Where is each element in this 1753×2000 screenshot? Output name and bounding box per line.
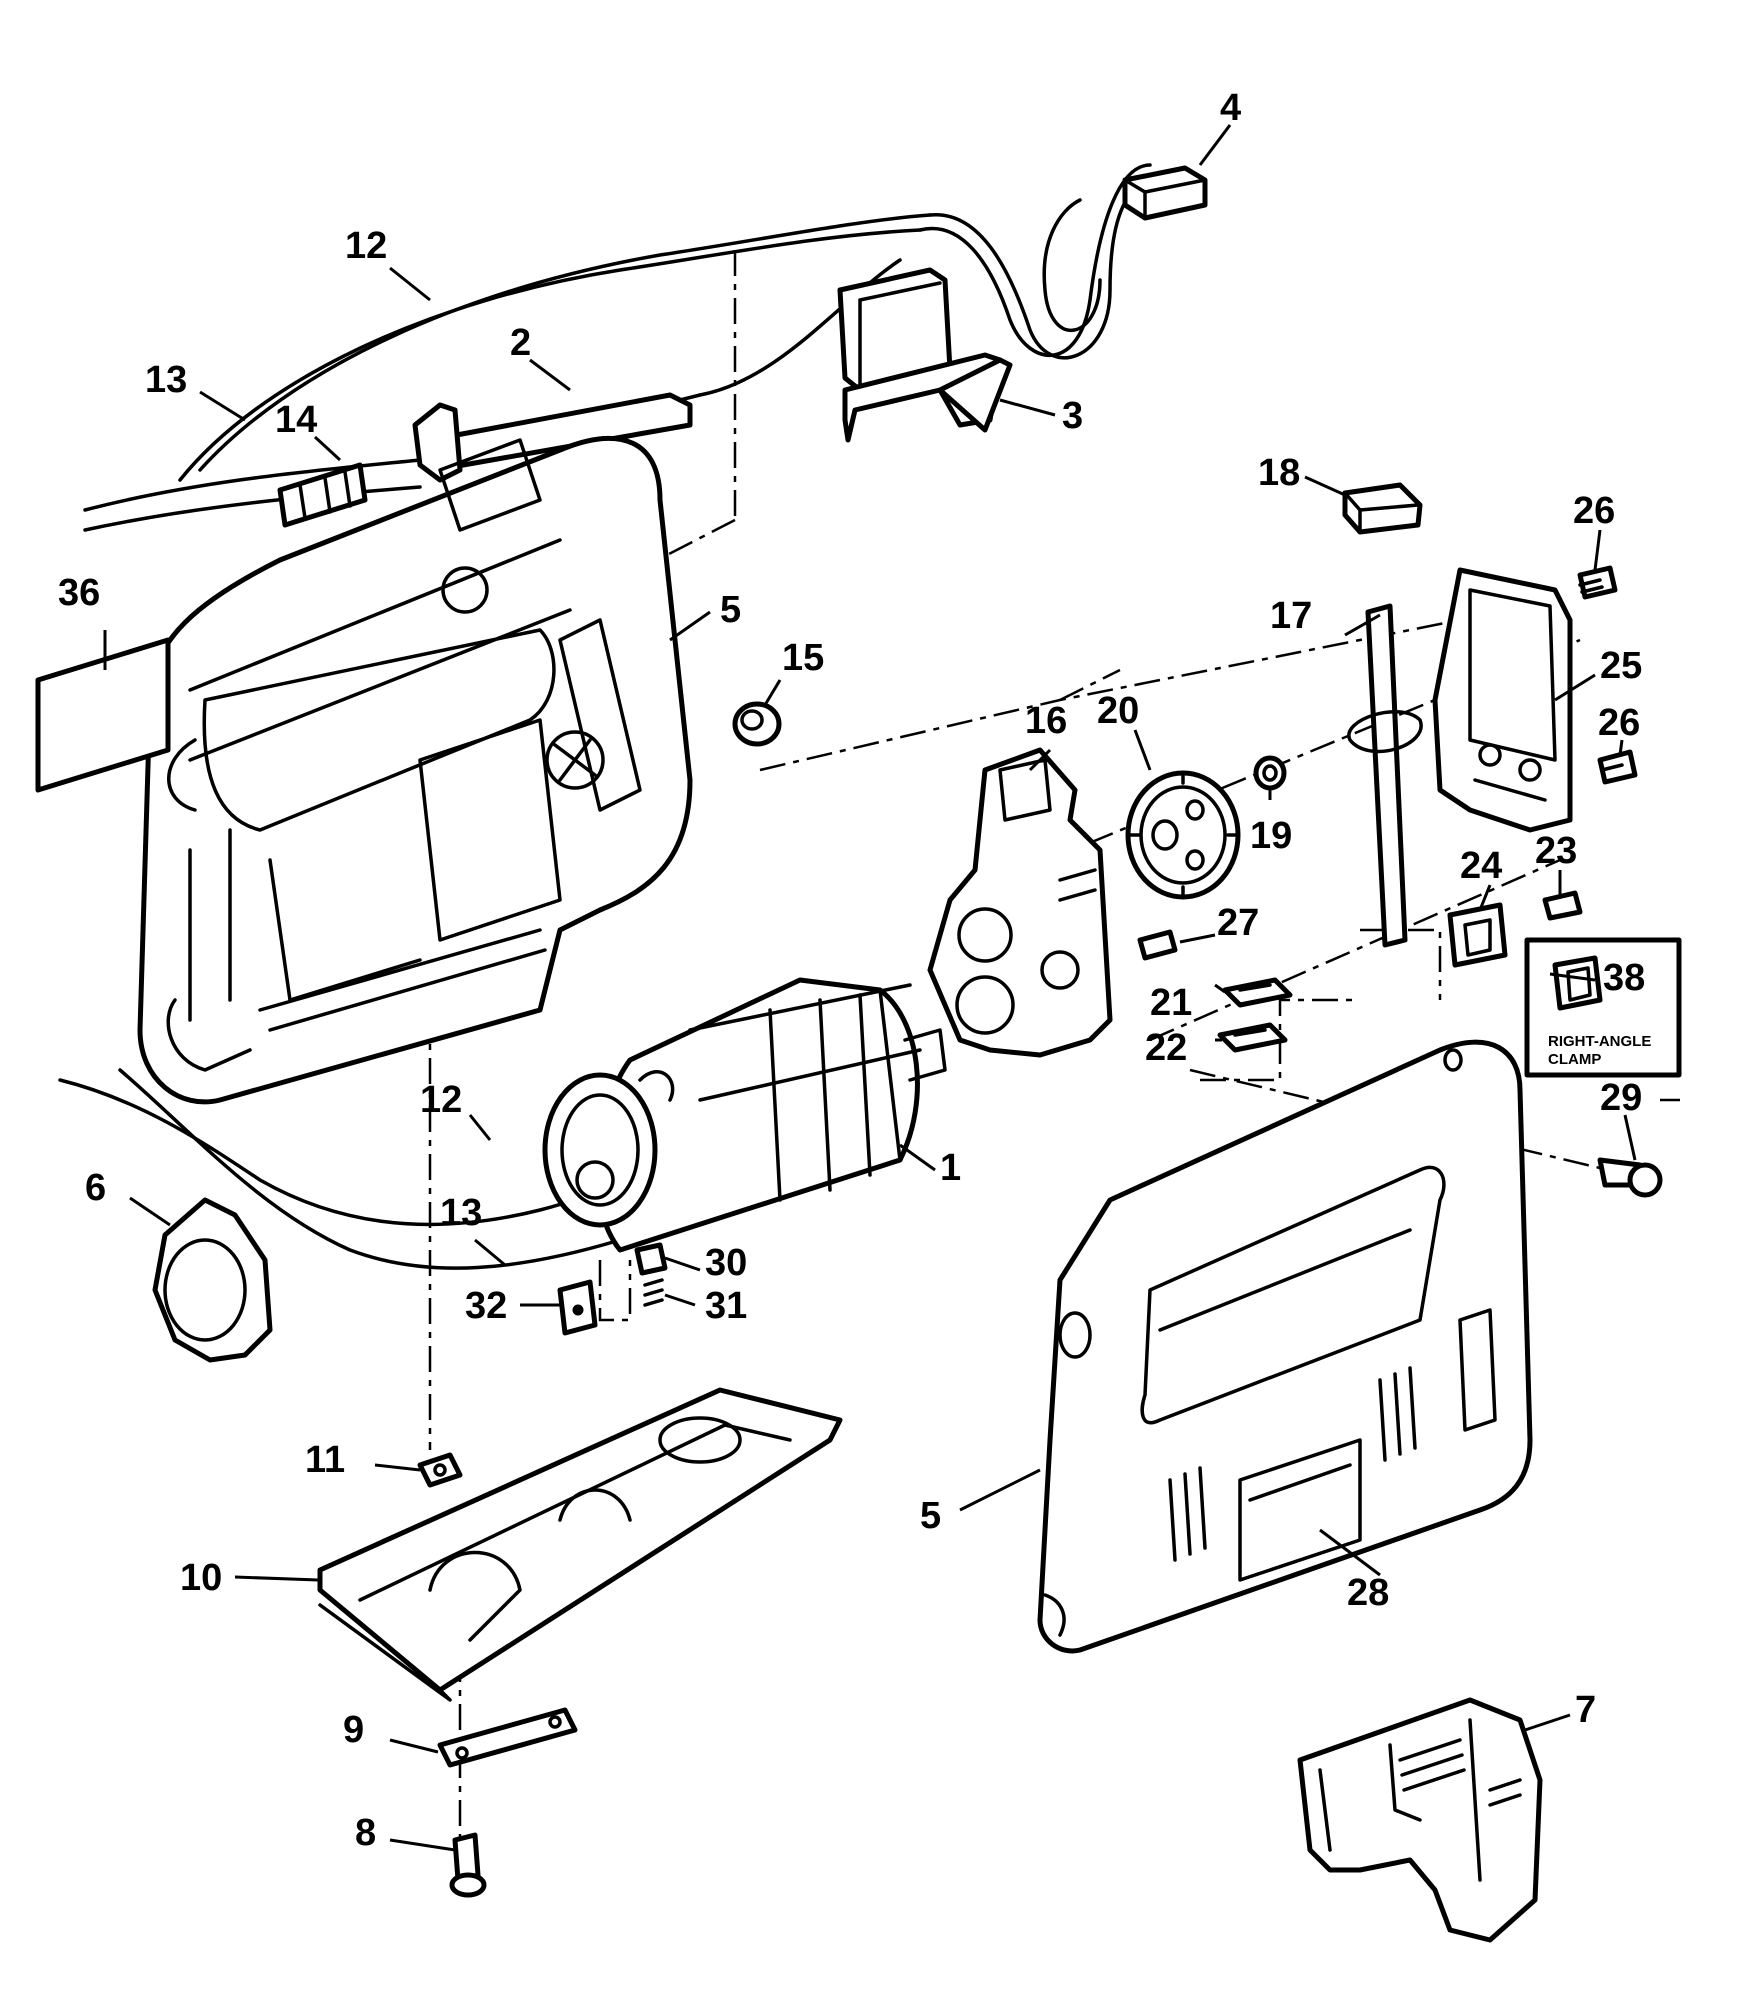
part-32-brush-holder — [557, 1279, 598, 1336]
callout-11: 11 — [305, 1439, 345, 1481]
part-15-bushing — [732, 701, 782, 747]
callout-28: 28 — [1347, 1572, 1389, 1614]
callout-27: 27 — [1217, 902, 1259, 944]
callout-26-upper: 26 — [1573, 490, 1615, 532]
callout-32: 32 — [465, 1285, 507, 1327]
callout-19: 19 — [1250, 815, 1292, 857]
part-7-blade-guard — [1297, 1697, 1543, 1943]
callout-31: 31 — [705, 1285, 747, 1327]
callout-22: 22 — [1145, 1027, 1187, 1069]
part-21-brush-holder — [1222, 977, 1293, 1008]
part-5-left-housing — [137, 435, 693, 1105]
callout-15: 15 — [782, 637, 824, 679]
callout-14: 14 — [275, 399, 317, 441]
callout-36: 36 — [58, 572, 100, 614]
part-17-plunger — [1347, 603, 1423, 948]
part-23-screw — [1542, 890, 1583, 921]
part-22-brush-holder — [1217, 1022, 1288, 1053]
callout-numbers: 4 12 2 13 14 3 18 26 36 5 15 17 25 16 20… — [58, 87, 1645, 1854]
callout-25: 25 — [1600, 645, 1642, 687]
part-5-right-housing — [1037, 1039, 1533, 1654]
part-25-cover-plate — [1432, 567, 1573, 833]
part-9-clamp-plate — [437, 1707, 578, 1768]
callout-30: 30 — [705, 1242, 747, 1284]
part-4-connector — [1122, 165, 1208, 221]
callout-5-upper: 5 — [720, 589, 741, 631]
part-30-brush — [634, 1242, 668, 1276]
callout-13-lower: 13 — [440, 1192, 482, 1234]
part-1-motor — [542, 977, 947, 1253]
part-8-screw — [449, 1832, 487, 1898]
callout-21: 21 — [1150, 982, 1192, 1024]
part-6-bearing-cap — [152, 1197, 273, 1363]
callout-23: 23 — [1535, 830, 1577, 872]
part-31-spring — [643, 1278, 664, 1307]
inset-caption-line1: RIGHT-ANGLE — [1548, 1033, 1651, 1050]
callout-26-lower: 26 — [1598, 702, 1640, 744]
inset-right-angle-clamp: RIGHT-ANGLE CLAMP — [1524, 937, 1682, 1078]
callout-12-upper: 12 — [345, 225, 387, 267]
callout-10: 10 — [180, 1557, 222, 1599]
part-2-cord-protector — [412, 392, 693, 483]
callout-4: 4 — [1220, 87, 1241, 129]
callout-3: 3 — [1062, 395, 1083, 437]
part-10-shoe — [317, 1387, 843, 1702]
part-29-screw — [1597, 1157, 1663, 1198]
part-26-screw-lower — [1597, 749, 1638, 785]
cord-and-wires — [58, 163, 1162, 1270]
callout-24: 24 — [1460, 845, 1502, 887]
part-24-clamp — [1447, 902, 1508, 968]
callout-12-lower: 12 — [420, 1079, 462, 1121]
inset-caption-line2: CLAMP — [1548, 1051, 1601, 1068]
callout-16: 16 — [1025, 700, 1067, 742]
callout-38: 38 — [1603, 957, 1645, 999]
callout-1: 1 — [940, 1147, 961, 1189]
callout-8: 8 — [355, 1812, 376, 1854]
callout-20: 20 — [1097, 690, 1139, 732]
part-16-gear-case — [927, 747, 1113, 1058]
callout-17: 17 — [1270, 595, 1312, 637]
part-11-nut — [417, 1452, 463, 1488]
part-18-knob — [1342, 482, 1423, 535]
part-28-label-plate — [1248, 1463, 1352, 1502]
callout-18: 18 — [1258, 452, 1300, 494]
callout-7: 7 — [1575, 1689, 1596, 1731]
part-36-label — [35, 637, 171, 793]
callout-5-lower: 5 — [920, 1495, 941, 1537]
callout-13-upper: 13 — [145, 359, 187, 401]
callout-leader-lines — [103, 124, 1637, 1852]
part-20-gear — [1125, 770, 1241, 900]
callout-2: 2 — [510, 322, 531, 364]
part-19-washer — [1253, 755, 1287, 791]
part-27-screw — [1137, 929, 1178, 961]
part-14-strain-relief — [277, 462, 368, 528]
part-3-switch — [837, 267, 1013, 443]
callout-6: 6 — [85, 1167, 106, 1209]
callout-9: 9 — [343, 1709, 364, 1751]
part-26-screw-upper — [1577, 565, 1618, 600]
callout-29: 29 — [1600, 1077, 1642, 1119]
